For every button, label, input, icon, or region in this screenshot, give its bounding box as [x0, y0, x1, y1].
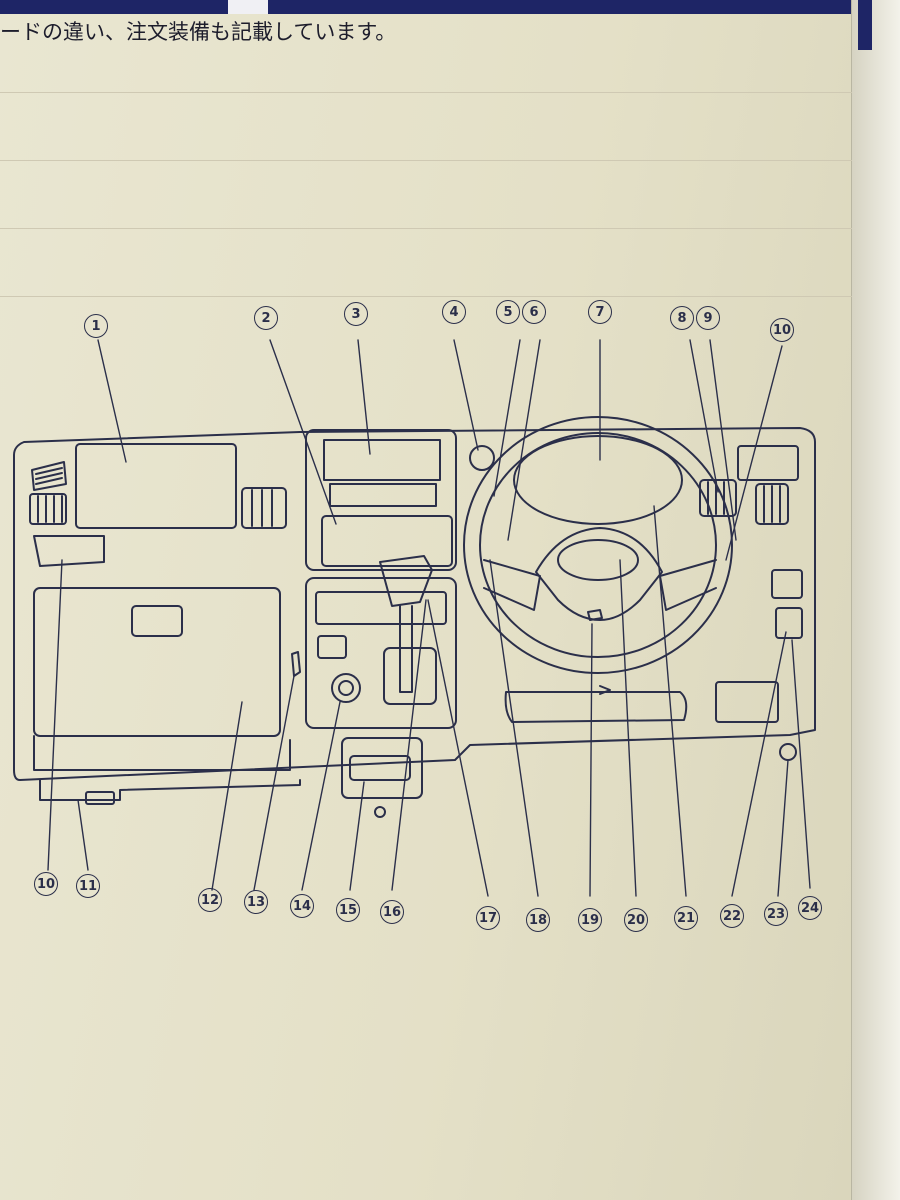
- steering-wheel-hub: [535, 527, 663, 621]
- callout-23: 23: [764, 902, 788, 926]
- callout-10-left: 10: [34, 872, 58, 896]
- ruled-line: [0, 160, 852, 161]
- center-upper-frame: [305, 429, 457, 571]
- audio-slot-upper: [323, 439, 441, 481]
- callout-3: 3: [344, 302, 368, 326]
- callout-1: 1: [84, 314, 108, 338]
- callout-20: 20: [624, 908, 648, 932]
- center-console: [305, 577, 457, 729]
- callout-5-6: 5 6: [496, 300, 546, 324]
- lower-connector: [85, 791, 115, 805]
- callout-16: 16: [380, 900, 404, 924]
- audio-slot-lower: [329, 483, 437, 507]
- right-center-vent: [699, 479, 737, 517]
- mirror-switch-top: [771, 569, 803, 599]
- steering-wheel-inner: [479, 432, 717, 658]
- callout-9: 9: [696, 306, 720, 330]
- left-small-panel: [33, 535, 105, 567]
- fuse-box-lid: [715, 681, 779, 723]
- dashboard-outline: [13, 427, 816, 781]
- ashtray: [349, 755, 411, 781]
- adjacent-page-edge: [851, 0, 900, 1200]
- shift-lever-knob: [379, 555, 433, 607]
- mirror-switch-bottom: [775, 607, 803, 639]
- callout-7: 7: [588, 300, 612, 324]
- hood-release-lever: [291, 651, 301, 677]
- callout-18: 18: [526, 908, 550, 932]
- glove-box: [33, 587, 281, 737]
- section-header-tab: [228, 0, 268, 14]
- switch-panel: [317, 635, 347, 659]
- cigarette-lighter: [331, 673, 361, 703]
- lower-left-trim: [33, 735, 291, 771]
- lower-console: [341, 737, 423, 799]
- callout-6: 6: [522, 300, 546, 324]
- left-corner-vent: [31, 461, 67, 491]
- passenger-upper-panel: [75, 443, 237, 529]
- callout-2: 2: [254, 306, 278, 330]
- callout-12: 12: [198, 888, 222, 912]
- glove-box-handle: [131, 605, 183, 637]
- steering-wheel-pad: [557, 539, 639, 581]
- callout-19: 19: [578, 908, 602, 932]
- shift-gate: [383, 647, 437, 705]
- meter-cluster: [513, 435, 683, 525]
- right-upper-panel: [737, 445, 799, 481]
- callout-14: 14: [290, 894, 314, 918]
- ruled-line: [0, 228, 852, 229]
- callout-21: 21: [674, 906, 698, 930]
- dashboard-lower-edge: [39, 779, 301, 801]
- steering-wheel-outer: [463, 416, 733, 674]
- climate-control-panel: [315, 591, 447, 625]
- callout-8: 8: [670, 306, 694, 330]
- horn-mark: [587, 609, 603, 621]
- callout-15: 15: [336, 898, 360, 922]
- leader-lines: [47, 339, 811, 897]
- callout-8-9: 8 9: [670, 306, 720, 330]
- intro-text: ードの違い、注文装備も記載しています。: [0, 20, 397, 44]
- callout-10-right: 10: [770, 318, 794, 342]
- center-left-vent: [241, 487, 287, 529]
- column-cover: [504, 691, 688, 723]
- left-side-vent: [29, 493, 67, 525]
- callout-13: 13: [244, 890, 268, 914]
- center-storage-panel: [321, 515, 453, 567]
- callout-22: 22: [720, 904, 744, 928]
- ruled-line: [0, 296, 852, 297]
- lower-knob: [779, 743, 797, 761]
- callout-4: 4: [442, 300, 466, 324]
- clock-dial: [469, 445, 495, 471]
- ruled-line: [0, 92, 852, 93]
- section-header-bar: [0, 0, 860, 14]
- callout-5: 5: [496, 300, 520, 324]
- callout-24: 24: [798, 896, 822, 920]
- callout-17: 17: [476, 906, 500, 930]
- callout-11: 11: [76, 874, 100, 898]
- right-side-vent: [755, 483, 789, 525]
